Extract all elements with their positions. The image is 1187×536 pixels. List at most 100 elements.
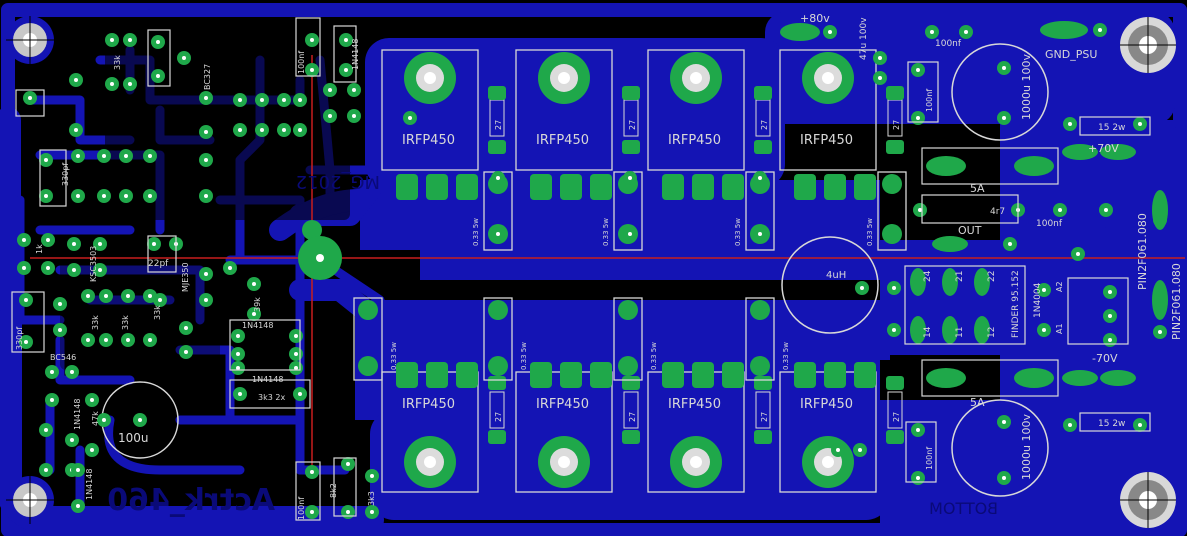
diode-1n4148-b: 1N4148 bbox=[242, 321, 273, 330]
connector-label-top: PIN2F061.080 bbox=[1136, 213, 1149, 290]
oval-pad bbox=[780, 23, 820, 41]
res-1k-a: 1k bbox=[35, 244, 44, 254]
mosfet-part-label: IRFP450 bbox=[668, 397, 721, 412]
pad-drill bbox=[138, 418, 142, 422]
pad-drill bbox=[238, 392, 242, 396]
mosfet-lead-pad bbox=[426, 174, 448, 200]
mosfet-lead-pad bbox=[530, 362, 552, 388]
mosfet-lead-pad bbox=[692, 174, 714, 200]
small-cap-label: 100nf bbox=[935, 39, 962, 49]
pad-drill bbox=[1138, 122, 1142, 126]
pad-drill bbox=[916, 476, 920, 480]
pad-drill bbox=[298, 392, 302, 396]
svg-text:0.33 5w: 0.33 5w bbox=[602, 218, 610, 246]
pad-drill bbox=[236, 334, 240, 338]
mounting-hole-tl bbox=[6, 16, 54, 64]
pad-drill bbox=[148, 154, 152, 158]
relay-pin-21: 21 bbox=[955, 271, 965, 282]
relay-ac-a2: A2 bbox=[1055, 281, 1064, 292]
res-47k: 47k bbox=[91, 411, 100, 426]
pad-drill bbox=[128, 82, 132, 86]
pad-drill bbox=[1002, 116, 1006, 120]
svg-text:0.33 5w: 0.33 5w bbox=[520, 342, 528, 370]
oval-pad bbox=[1152, 190, 1168, 230]
pad-drill bbox=[860, 286, 864, 290]
pad-drill bbox=[916, 116, 920, 120]
pad-drill bbox=[204, 272, 208, 276]
inductor-coil bbox=[781, 236, 879, 334]
pad-drill bbox=[1008, 242, 1012, 246]
pad-drill bbox=[74, 78, 78, 82]
relay-ac-a1: A1 bbox=[1055, 323, 1064, 334]
pad-drill bbox=[260, 98, 264, 102]
mosfet-lead-pad bbox=[854, 362, 876, 388]
pad-drill bbox=[28, 96, 32, 100]
diode-1n4148-a: 1N4148 bbox=[351, 39, 360, 70]
fuse-label-top: 5A bbox=[970, 182, 985, 195]
source-resistor-bottom-2: 0.33 5w bbox=[483, 297, 528, 381]
pad-drill bbox=[128, 38, 132, 42]
pad-drill bbox=[74, 128, 78, 132]
source-resistor-bottom-4: 0.33 5w bbox=[745, 297, 790, 381]
pad-drill bbox=[22, 266, 26, 270]
rail-label-gnd: GND_PSU bbox=[1045, 48, 1097, 61]
pad-drill bbox=[148, 338, 152, 342]
pad-drill bbox=[104, 294, 108, 298]
pad-drill bbox=[1098, 28, 1102, 32]
pad-drill bbox=[44, 468, 48, 472]
pad-drill bbox=[1104, 208, 1108, 212]
pad-drill bbox=[204, 130, 208, 134]
pad-drill bbox=[1138, 423, 1142, 427]
relay-label: FINDER 95.152 bbox=[1011, 270, 1021, 338]
pad-drill bbox=[44, 428, 48, 432]
filter-label: 4r7 bbox=[990, 207, 1005, 217]
pad-drill bbox=[1068, 423, 1072, 427]
pad-drill bbox=[204, 298, 208, 302]
pad-drill bbox=[204, 158, 208, 162]
pad-drill bbox=[628, 176, 632, 180]
pad-drill bbox=[236, 352, 240, 356]
pad-drill bbox=[110, 38, 114, 42]
gate-resistor-label: 27 bbox=[760, 412, 769, 422]
pad-drill bbox=[496, 232, 500, 236]
source-resistor-bottom-3: 0.33 5w bbox=[613, 297, 658, 381]
pad-drill bbox=[156, 74, 160, 78]
pad-drill bbox=[294, 366, 298, 370]
oval-pad bbox=[942, 316, 958, 344]
pad-drill bbox=[102, 194, 106, 198]
gate-resistor-label: 27 bbox=[760, 120, 769, 130]
mosfet-lead-pad bbox=[824, 174, 846, 200]
pad-drill bbox=[310, 68, 314, 72]
oval-pad bbox=[1152, 280, 1168, 320]
mounting-holes bbox=[6, 16, 1176, 528]
pad-drill bbox=[58, 328, 62, 332]
pad-drill bbox=[930, 30, 934, 34]
pad-drill bbox=[1108, 290, 1112, 294]
pad-drill bbox=[86, 294, 90, 298]
connector-label-bottom: PIN2F061.080 bbox=[1170, 263, 1183, 340]
layer-label: BOTTOM bbox=[929, 499, 998, 518]
svg-text:0.33 5w: 0.33 5w bbox=[734, 218, 742, 246]
mosfet-part-label: IRFP450 bbox=[536, 133, 589, 148]
res-33k-c: 33k bbox=[121, 315, 130, 330]
mosfet-lead-pad bbox=[456, 362, 478, 388]
mosfet-lead-pad bbox=[794, 362, 816, 388]
oval-pad bbox=[932, 236, 968, 252]
mosfet-part-label: IRFP450 bbox=[668, 133, 721, 148]
rail-label-pos-low: +70V bbox=[1088, 142, 1119, 155]
pad-drill bbox=[836, 448, 840, 452]
pad-drill bbox=[76, 194, 80, 198]
rail-label-pos-high: +80v bbox=[800, 12, 830, 25]
diode-1n4148-c: 1N4148 bbox=[252, 375, 283, 384]
c22-label: 22pf bbox=[148, 259, 169, 269]
mosfet-array: IRFP45027IRFP45027IRFP45027IRFP45027IRFP… bbox=[353, 49, 907, 493]
pad-drill bbox=[90, 398, 94, 402]
mosfet-lead-pad bbox=[456, 174, 478, 200]
pad-drill bbox=[916, 68, 920, 72]
pad-drill bbox=[156, 40, 160, 44]
relay-pin-12: 12 bbox=[987, 327, 997, 338]
pad-drill bbox=[102, 154, 106, 158]
gate-resistor-label: 27 bbox=[892, 412, 901, 422]
